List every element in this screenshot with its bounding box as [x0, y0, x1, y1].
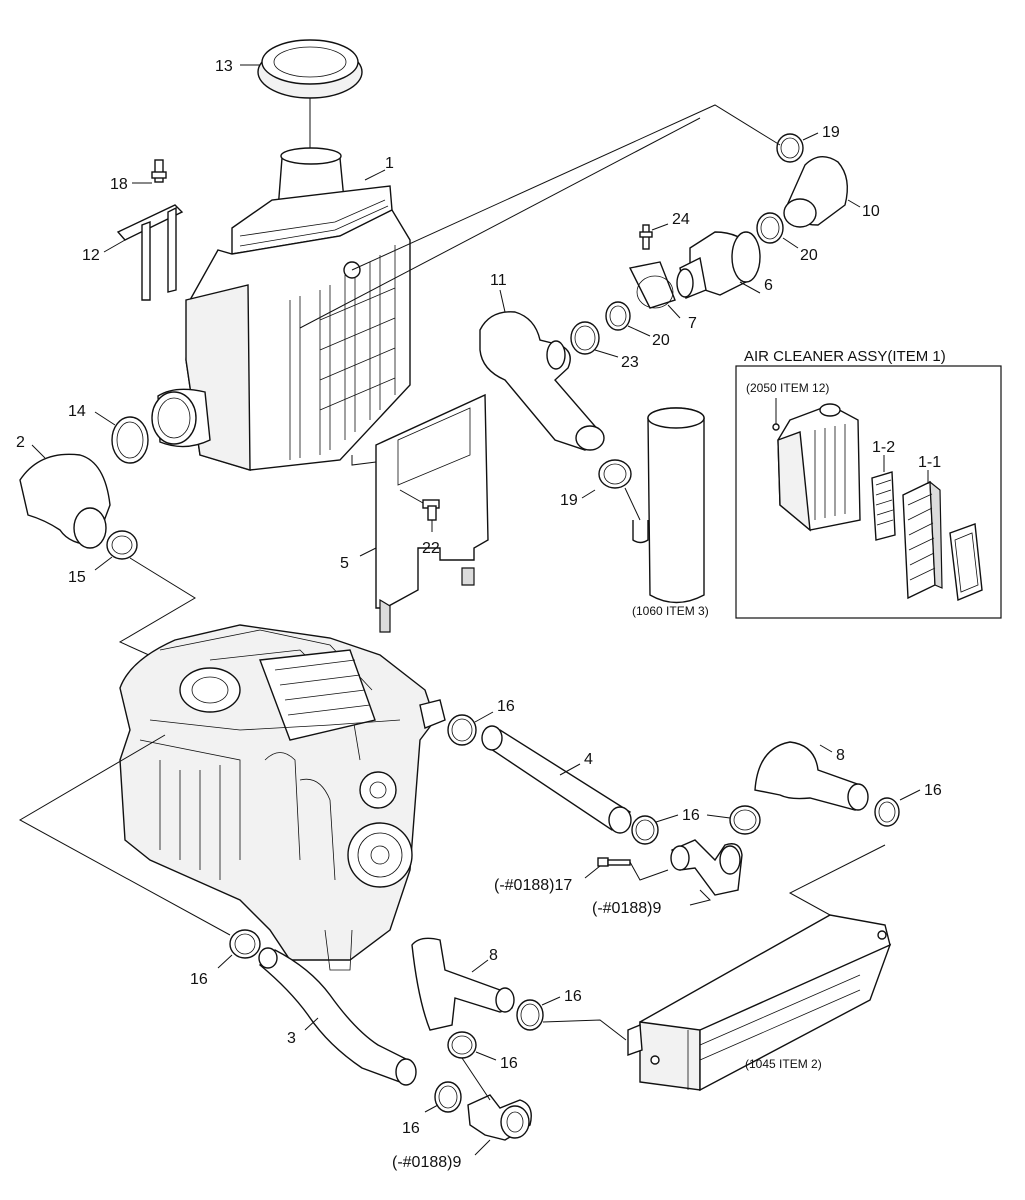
callout-10: 10	[862, 203, 880, 220]
callout-8-upper: 8	[836, 747, 845, 764]
pipe-part-4	[481, 725, 632, 834]
intercooler	[627, 844, 892, 1092]
callout-18: 18	[110, 176, 128, 193]
callout-1-1: 1-1	[918, 454, 941, 471]
hose-part-3	[258, 947, 417, 1086]
clamp-part-16-d	[874, 789, 921, 827]
ref-item-3: (1060 ITEM 3)	[632, 604, 709, 618]
hose-part-2	[19, 444, 111, 549]
clamp-part-16-e	[217, 929, 261, 969]
callout-9-upper: (-#0188)9	[592, 900, 661, 917]
callout-16-d: 16	[924, 782, 942, 799]
bolt-part-24	[639, 223, 669, 250]
band-part-7	[628, 261, 681, 319]
inset-cover	[949, 523, 983, 602]
inset-air-cleaner	[772, 398, 861, 532]
callout-16-e: 16	[190, 971, 208, 988]
callout-19-low: 19	[560, 492, 578, 509]
ref-item-2: (1045 ITEM 2)	[745, 1057, 822, 1071]
precleaner-tube	[624, 407, 705, 604]
engine	[119, 624, 446, 971]
callout-9-lower: (-#0188)9	[392, 1154, 461, 1171]
clamp-part-20-top	[756, 212, 799, 249]
clamp-part-16-g	[447, 1031, 497, 1061]
inset-element-1-1	[902, 470, 943, 600]
callout-24: 24	[672, 211, 690, 228]
clamp-part-15	[94, 530, 138, 571]
callout-1-2: 1-2	[872, 439, 895, 456]
bracket-plate-part-5	[351, 393, 489, 633]
hose-part-11	[479, 289, 605, 451]
callout-19-top: 19	[822, 124, 840, 141]
callout-6: 6	[764, 277, 773, 294]
callout-20-mid: 20	[652, 332, 670, 349]
leader-engine-16	[18, 734, 231, 936]
hose-part-10	[783, 156, 861, 228]
callout-16-f: 16	[564, 988, 582, 1005]
cap-part-13	[240, 39, 363, 150]
clamp-part-19-low	[581, 459, 632, 499]
clamp-part-16-b	[631, 814, 679, 845]
callout-17: (-#0188)17	[494, 877, 572, 894]
callout-7: 7	[688, 315, 697, 332]
inset-ref: (2050 ITEM 12)	[746, 381, 829, 395]
callout-5: 5	[340, 555, 349, 572]
leader-19-1	[351, 104, 781, 271]
inset-title: AIR CLEANER ASSY(ITEM 1)	[744, 348, 946, 365]
filter-part-6	[676, 231, 761, 299]
callout-3: 3	[287, 1030, 296, 1047]
leader-15-engine	[118, 557, 196, 661]
inset-element-1-2	[871, 455, 896, 541]
clamp-part-16-h	[424, 1081, 462, 1113]
clamp-part-19-top	[776, 132, 819, 163]
callout-23: 23	[621, 354, 639, 371]
bolt-part-18	[132, 159, 167, 184]
callout-16-h: 16	[402, 1120, 420, 1137]
callout-4: 4	[584, 751, 593, 768]
air-cleaner-part-1	[151, 147, 411, 471]
fitting-part-9-upper	[670, 839, 743, 906]
callout-15: 15	[68, 569, 86, 586]
callout-22: 22	[422, 540, 440, 557]
ring-part-23	[570, 321, 619, 358]
elbow-part-8-lower	[411, 937, 515, 1031]
bracket-part-12	[103, 204, 184, 301]
clamp-part-16-f	[516, 996, 627, 1041]
clamp-part-16-a	[447, 711, 494, 746]
callout-11: 11	[490, 272, 507, 289]
callout-14: 14	[68, 403, 86, 420]
bolt-part-17	[584, 857, 669, 881]
callout-8-lower: 8	[489, 947, 498, 964]
callout-16-a: 16	[497, 698, 515, 715]
leader-10-1	[299, 117, 701, 329]
clamp-part-16-c	[706, 805, 761, 835]
clamp-part-20-mid	[605, 301, 651, 337]
bolt-part-22	[399, 489, 440, 532]
clamp-part-14	[94, 411, 149, 464]
callout-2: 2	[16, 434, 25, 451]
elbow-part-8-upper	[754, 741, 869, 811]
callout-13: 13	[215, 58, 233, 75]
callout-16-g: 16	[500, 1055, 518, 1072]
fitting-part-9-lower	[461, 1057, 532, 1156]
callout-20-top: 20	[800, 247, 818, 264]
callout-1: 1	[385, 155, 394, 172]
callout-16-b: 16	[682, 807, 700, 824]
callout-12: 12	[82, 247, 100, 264]
